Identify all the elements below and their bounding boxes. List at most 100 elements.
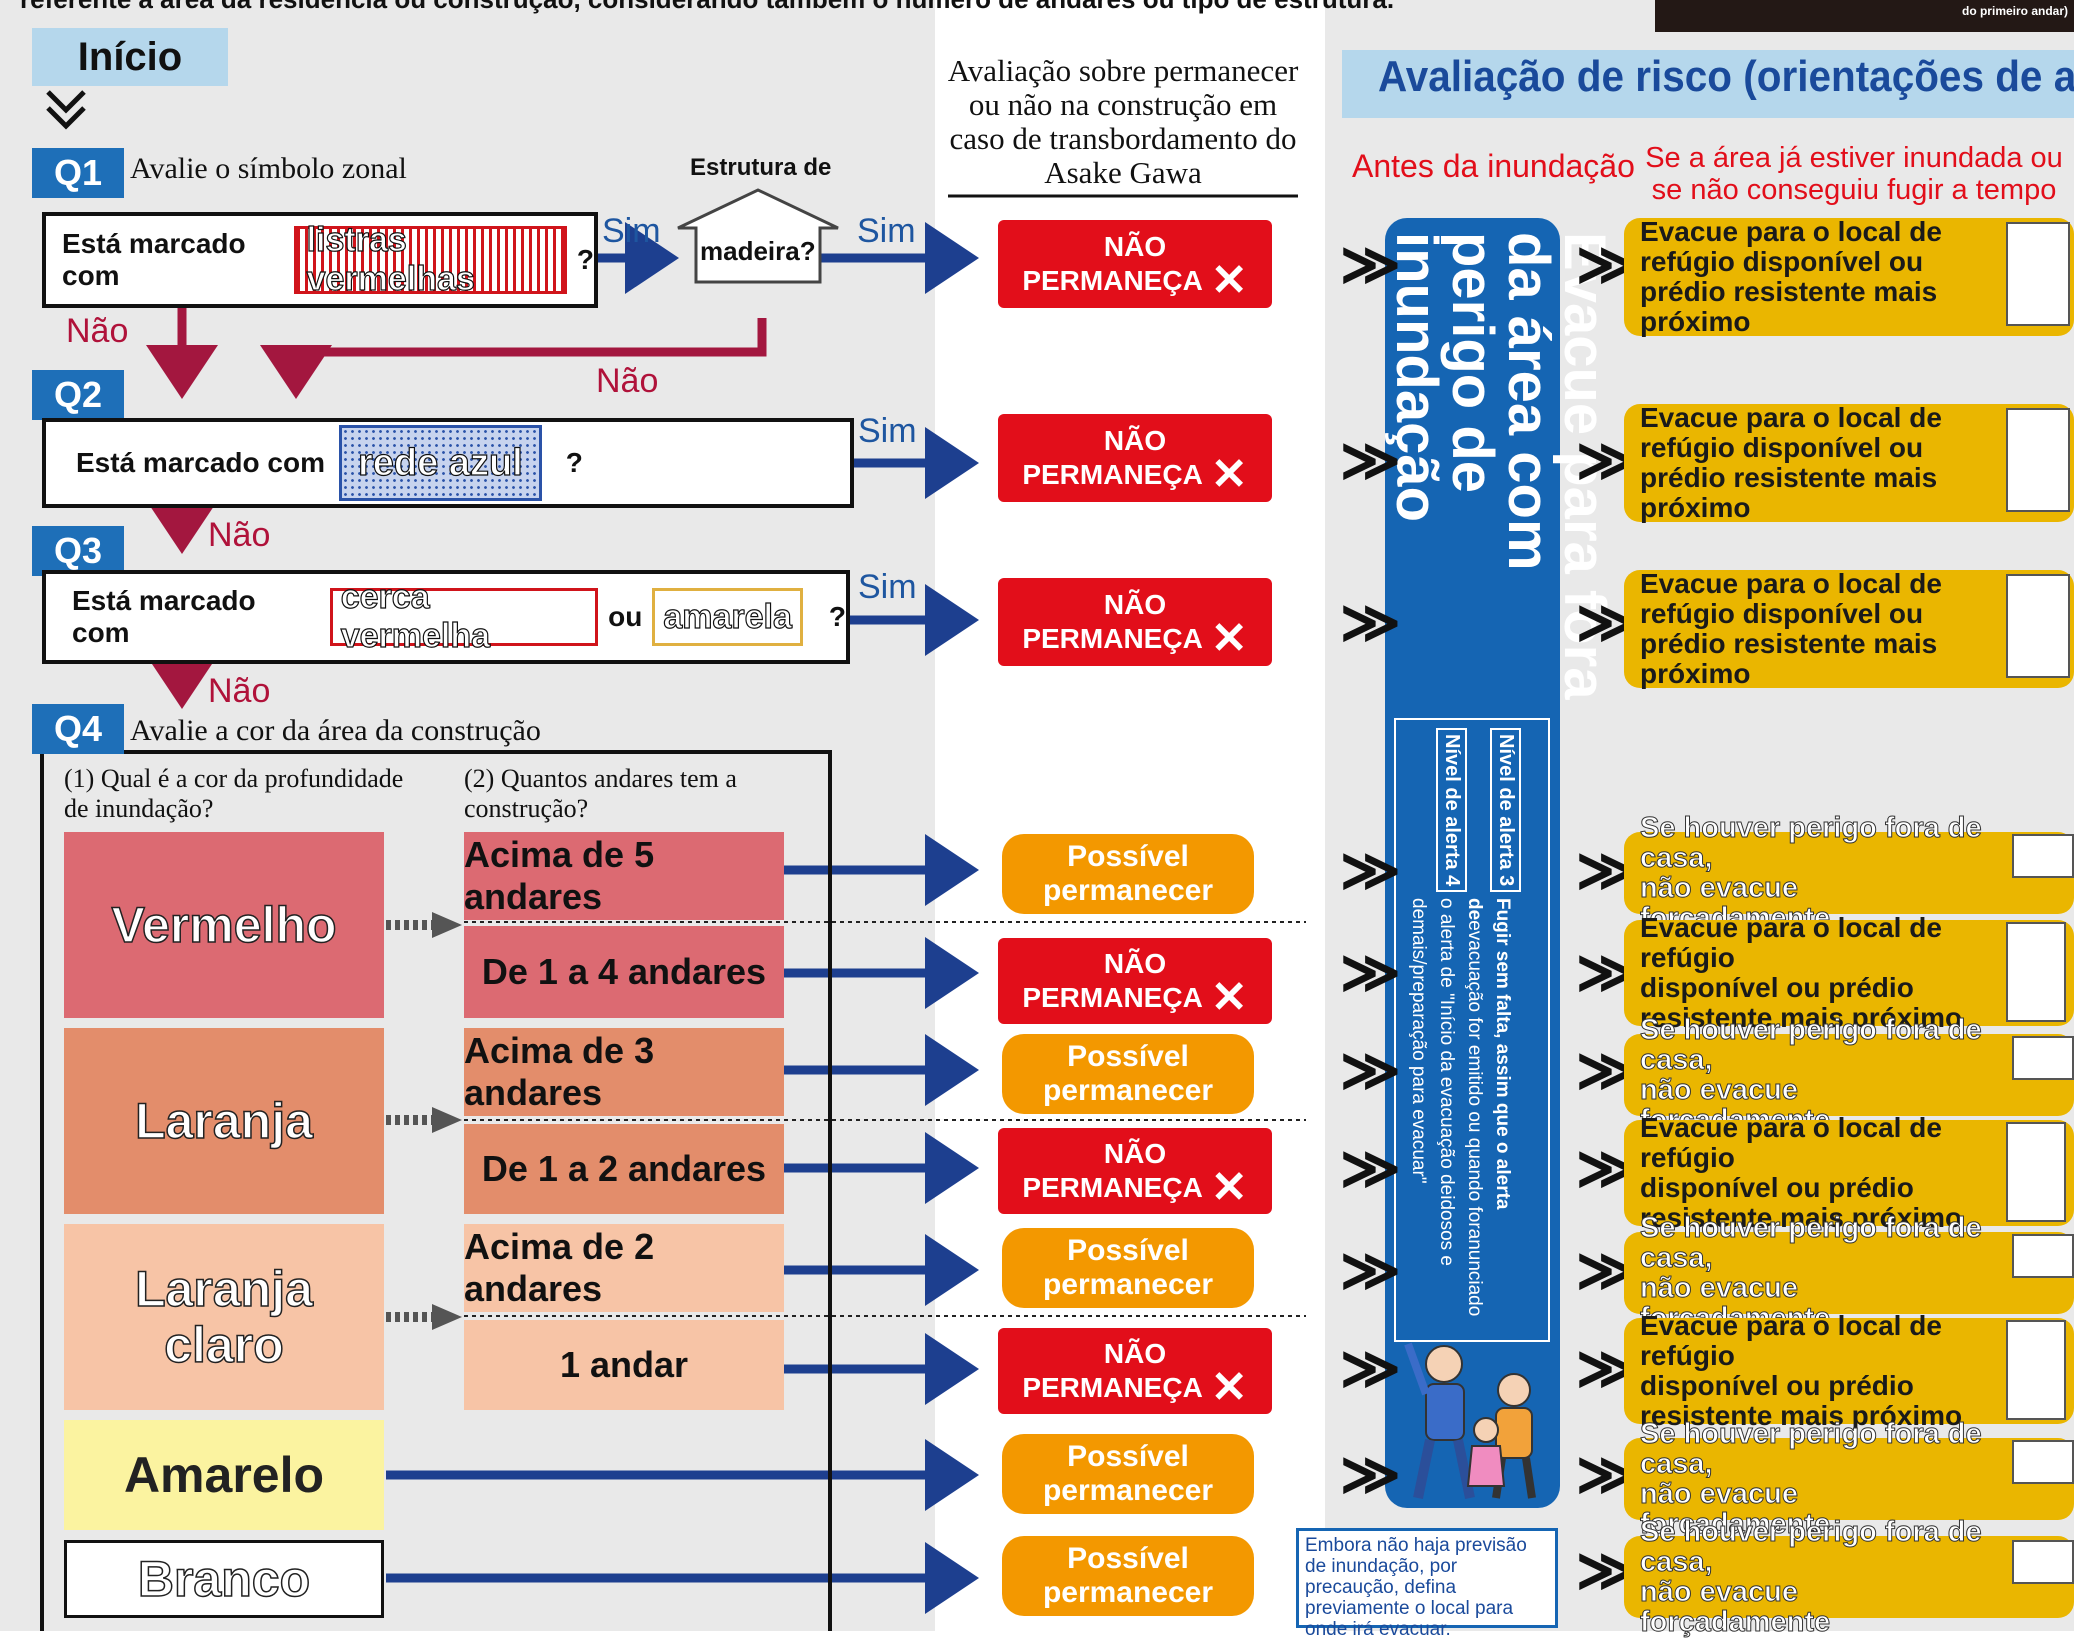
danger-line2: não evacue forçadamente: [1640, 1576, 1831, 1638]
chevron-right-icon: ≫: [1340, 838, 1401, 903]
danger-line1: Se houver perigo fora de casa,: [1640, 1014, 1983, 1076]
floor-red-low: De 1 a 4 andares: [464, 926, 784, 1018]
yellow-fence-symbol: amarela: [652, 588, 803, 646]
chevron-right-icon: ≫: [1340, 1136, 1401, 1201]
top-right-banner: do primeiro andar): [1655, 0, 2074, 32]
floor-lightorange-low: 1 andar: [464, 1320, 784, 1410]
q3-tag: Q3: [32, 526, 124, 576]
q3-or: ou: [608, 601, 643, 632]
evac-line2: disponível ou prédio: [1640, 1172, 1914, 1203]
verdict-ok-yellow-line1: Possível: [1067, 1440, 1189, 1473]
q1-suffix: ?: [576, 244, 594, 275]
top-text: referente à área da residência ou constr…: [20, 0, 1394, 15]
q1-tag: Q1: [32, 148, 124, 198]
q3-suffix: ?: [828, 601, 846, 632]
verdict-no-orange-low-line1: NÃO: [1103, 1138, 1167, 1169]
alert-text-line4: idosos e demais/preparação para evacuar": [1408, 898, 1457, 1267]
floor-orange-low: De 1 a 2 andares: [464, 1124, 784, 1214]
top-right-label: do primeiro andar): [1961, 4, 2068, 18]
verdict-ok-red-high-line2: permanecer: [1042, 874, 1214, 907]
q2-tag: Q2: [32, 370, 124, 420]
chevron-right-icon: ≫: [1340, 1238, 1401, 1303]
evacuate-main-text: Evacue para fora da área com perigo de i…: [1384, 232, 1617, 700]
alert4-label: Nível de alerta 4: [1436, 728, 1467, 893]
verdict-ok-white-line1: Possível: [1067, 1542, 1189, 1575]
q3-sim-label: Sim: [858, 568, 917, 606]
x-icon: ✕: [1210, 450, 1248, 499]
chevron-right-icon: ≫: [1340, 232, 1401, 297]
house-tv-icon: [2012, 1036, 2074, 1080]
evac-line1: Evacue para o local de refúgio: [1640, 1112, 1942, 1173]
chevron-right-icon: ≫: [1340, 1336, 1401, 1401]
q4-sub1: (1) Qual é a cor da profundidade de inun…: [64, 764, 404, 823]
house-tv-icon: [2012, 1234, 2074, 1278]
evacuate-panel: [1385, 218, 1560, 1508]
q1-title: Avalie o símbolo zonal: [130, 152, 407, 185]
evac-line2: disponível ou prédio: [1640, 1370, 1914, 1401]
alert-text-line2: evacuação for emitido ou quando for: [1464, 920, 1485, 1229]
q4-tag: Q4: [32, 704, 124, 754]
red-fence-symbol: cerca vermelha: [329, 577, 599, 656]
q2-suffix: ?: [565, 447, 583, 478]
wood-label: Estrutura de: [690, 154, 832, 181]
danger-line2: não evacue forçadamente: [1640, 1478, 1831, 1540]
x-icon: ✕: [1210, 1363, 1248, 1412]
q2-box: Está marcado com rede azul ?: [42, 418, 854, 508]
verdict-no-lightorange-low-line1: NÃO: [1103, 1338, 1167, 1369]
action-danger-lightorange-high: Se houver perigo fora de casa,não evacue…: [1624, 1213, 2074, 1334]
verdict-ok-red-high-line1: Possível: [1067, 840, 1189, 873]
stairs-icon: [2006, 408, 2070, 512]
q1-prefix: Está marcado com: [62, 228, 246, 291]
color-yellow: Amarelo: [64, 1420, 384, 1530]
evacuating-people-illustration: [1404, 1342, 1536, 1500]
x-icon: ✕: [1210, 256, 1248, 305]
action-danger-red-high: Se houver perigo fora de casa,não evacue…: [1624, 813, 2074, 934]
evac-line3: resistente mais próximo: [1640, 1202, 1963, 1233]
color-red: Vermelho: [64, 832, 384, 1018]
verdict-no-orange-low-line2: PERMANEÇA: [1022, 1172, 1203, 1203]
evac-line3: resistente mais próximo: [1640, 1400, 1963, 1431]
color-light-orange: Laranja claro: [64, 1224, 384, 1410]
floor-red-high: Acima de 5 andares: [464, 832, 784, 920]
q2-sim-label: Sim: [858, 412, 917, 450]
alert-text-line1: Fugir sem falta, assim que o alerta de: [1464, 898, 1513, 1210]
house-tv-icon: [2012, 1540, 2074, 1584]
evac-line3: resistente mais próximo: [1640, 1002, 1963, 1033]
q4-sub2: (2) Quantos andares tem a construção?: [464, 764, 737, 823]
verdict-no-q1-line2: PERMANEÇA: [1022, 265, 1203, 296]
house-tv-icon: [2012, 1440, 2074, 1484]
alert-text: Fugir sem falta, assim que o alerta deev…: [1404, 898, 1516, 1318]
action-evacuate-q1: Evacue para o local de refúgio disponíve…: [1624, 217, 2074, 337]
action-danger-orange-high: Se houver perigo fora de casa,não evacue…: [1624, 1015, 2074, 1136]
wood-question: madeira?: [700, 236, 816, 266]
chevron-right-icon: ≫: [1340, 1038, 1401, 1103]
evac-line1: Evacue para o local de refúgio: [1640, 1310, 1942, 1371]
stairs-icon: [2006, 1122, 2066, 1222]
verdict-ok-orange-high-line1: Possível: [1067, 1040, 1189, 1073]
x-icon: ✕: [1210, 614, 1248, 663]
wood-sim-label: Sim: [857, 212, 916, 250]
stairs-icon: [2006, 1320, 2066, 1420]
action-evacuate-q3: Evacue para o local de refúgio disponíve…: [1624, 569, 2074, 689]
house-tv-icon: [2012, 834, 2074, 878]
house-icon: [677, 188, 839, 284]
start-label: Início: [32, 28, 228, 86]
evac-line1: Evacue para o local de refúgio: [1640, 912, 1942, 973]
right-header: Avaliação de risco (orientações de ação): [1378, 52, 2074, 101]
verdict-ok-lightorange-high-line1: Possível: [1067, 1234, 1189, 1267]
color-orange: Laranja: [64, 1028, 384, 1214]
verdict-no-q2-line2: PERMANEÇA: [1022, 459, 1203, 490]
q1-box: Está marcado com listras vermelhas ?: [42, 212, 598, 308]
q1-nao-label: Não: [66, 312, 129, 350]
q3-box: Está marcado com cerca vermelha ou amare…: [42, 570, 850, 664]
stairs-icon: [2006, 574, 2070, 678]
wood-nao-label: Não: [596, 362, 659, 400]
